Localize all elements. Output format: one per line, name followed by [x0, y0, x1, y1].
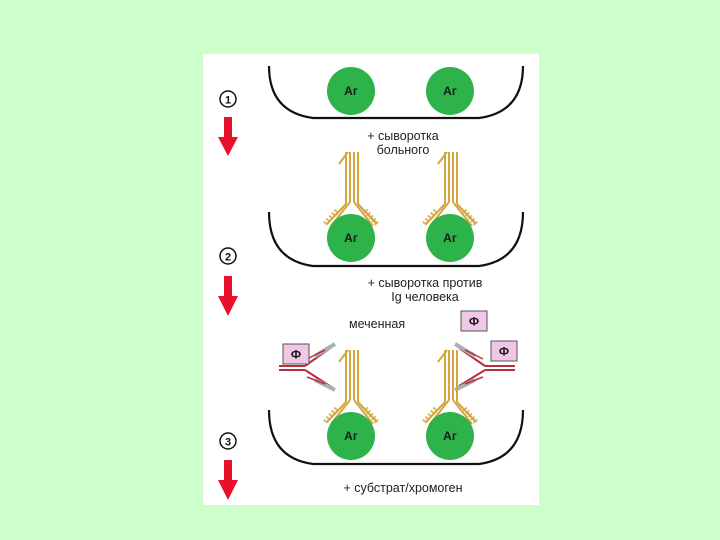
step-3-label-line-1: + субстрат/хромоген [343, 481, 462, 495]
enzyme-box-legend: Ф [460, 310, 488, 332]
step-2-label-line-1: + сыворотка против [368, 276, 483, 290]
svg-text:Ф: Ф [291, 348, 301, 362]
svg-text:Ф: Ф [499, 345, 509, 359]
diagram-panel: Аг Аг 1 + сыворотка больного Аг Аг 2 + с… [203, 54, 539, 505]
antigen-label: Аг [443, 84, 457, 98]
step-1-label-line-2: больного [377, 143, 430, 157]
elisa-diagram: Аг Аг 1 + сыворотка больного Аг Аг 2 + с… [218, 65, 525, 500]
antigen-1b: Аг [426, 67, 474, 115]
antigen-label: Аг [443, 429, 457, 443]
antigen-1a: Аг [327, 67, 375, 115]
step-1-well [267, 65, 525, 120]
antigen-2a: Аг [327, 214, 375, 262]
step-2-label-line-2: Ig человека [391, 290, 459, 304]
svg-text:1: 1 [225, 95, 231, 107]
svg-text:2: 2 [225, 252, 231, 264]
antigen-label: Аг [344, 84, 358, 98]
step-1-arrow-icon [218, 117, 238, 156]
antigen-label: Аг [344, 429, 358, 443]
step-2-well [267, 211, 525, 268]
svg-text:Ф: Ф [469, 315, 479, 329]
antigen-label: Аг [443, 231, 457, 245]
secondary-antibody-right [453, 342, 515, 392]
step-3-well [267, 409, 525, 466]
step-1-label-line-1: + сыворотка [367, 129, 439, 143]
step-3-marker: 3 [218, 432, 238, 500]
step-1-marker: 1 [218, 90, 238, 156]
enzyme-box-left: Ф [282, 343, 310, 365]
antigen-label: Аг [344, 231, 358, 245]
secondary-antibody-left [279, 342, 337, 392]
antigen-2b: Аг [426, 214, 474, 262]
antigen-3a: Аг [327, 412, 375, 460]
step-3-arrow-icon [218, 460, 238, 500]
svg-text:3: 3 [225, 437, 231, 449]
antigen-3b: Аг [426, 412, 474, 460]
step-2-marker: 2 [218, 247, 238, 316]
labeled-text: меченная [349, 317, 405, 331]
step-2-arrow-icon [218, 276, 238, 316]
enzyme-box-right: Ф [490, 340, 518, 362]
